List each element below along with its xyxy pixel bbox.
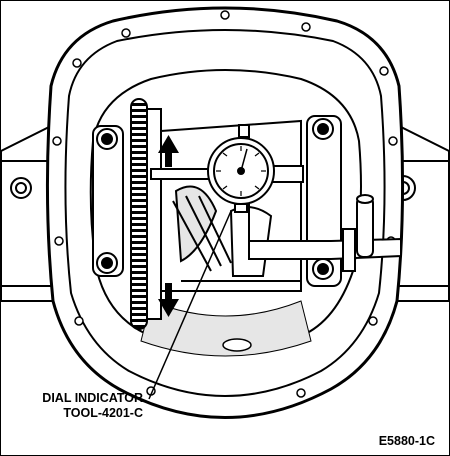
figure-id: E5880-1C (378, 434, 435, 448)
callout-line-2: TOOL-4201-C (63, 406, 143, 420)
carrier-lower-shading (140, 300, 312, 357)
callout-leader (148, 210, 232, 400)
runout-arrow-up (158, 135, 179, 167)
dial-indicator-callout: DIAL INDICATOR TOOL-4201-C (23, 391, 143, 421)
dial-indicator (207, 124, 275, 213)
runout-arrow-down (158, 283, 179, 317)
bearing-cap-right (306, 115, 342, 287)
bearing-cap-left (92, 125, 124, 277)
drain-boss (222, 338, 252, 352)
ring-gear (130, 98, 162, 330)
axle-housing-sides (1, 119, 449, 302)
callout-line-1: DIAL INDICATOR (42, 391, 143, 405)
